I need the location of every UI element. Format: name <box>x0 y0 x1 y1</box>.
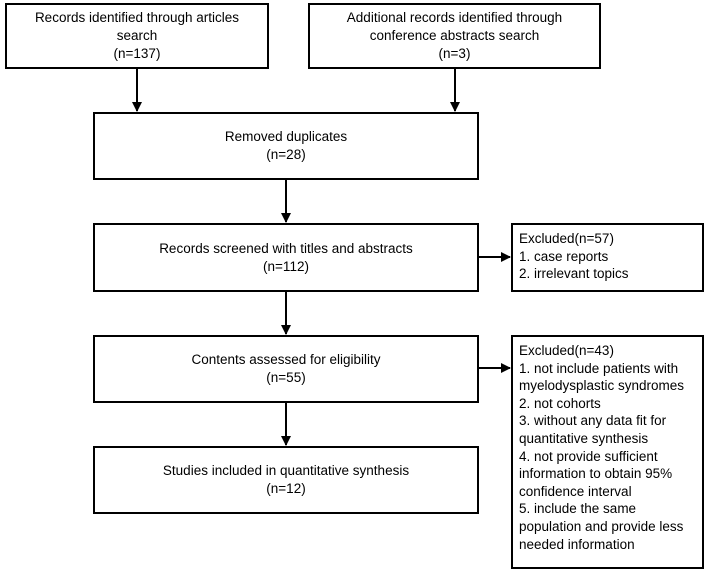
articles-search-box: Records identified through articles sear… <box>5 3 269 69</box>
box-text-line: Contents assessed for eligibility <box>191 352 381 367</box>
excluded-reason: confidence interval <box>519 483 632 499</box>
excluded-title: Excluded(n=57) <box>519 231 614 246</box>
excluded-reason: information to obtain 95% <box>519 466 673 482</box>
box-text-line: (n=55) <box>266 370 306 385</box>
box-text-line: search <box>116 28 158 43</box>
excluded-title: Excluded(n=43) <box>519 343 614 358</box>
box-text-line: (n=28) <box>266 147 306 162</box>
conference-search-box: Additional records identified through co… <box>308 3 601 69</box>
box-text-line: Studies included in quantitative synthes… <box>162 463 410 478</box>
excluded-reason: 2. irrelevant topics <box>519 266 629 282</box>
excluded-reason: 4. not provide sufficient <box>519 448 658 464</box>
box-text-line: (n=137) <box>113 46 161 61</box>
box-text-line: Additional records identified through <box>346 10 563 25</box>
box-text-line: conference abstracts search <box>369 28 540 43</box>
box-text-line: (n=12) <box>266 481 306 496</box>
studies-included-box: Studies included in quantitative synthes… <box>93 446 479 514</box>
excluded-reason: 1. not include patients with <box>519 360 679 376</box>
excluded-reason: 1. case reports <box>519 248 609 264</box>
excluded-reason: needed information <box>519 536 635 552</box>
excluded-reason: 2. not cohorts <box>519 395 601 411</box>
excluded-reason: 3. without any data fit for <box>519 413 667 429</box>
box-text-line: Removed duplicates <box>224 129 348 144</box>
excluded-reason: population and provide less <box>519 518 684 534</box>
box-text-line: Records identified through articles <box>34 10 240 25</box>
excluded-eligibility-box: Excluded(n=43) 1. not include patients w… <box>511 335 704 569</box>
box-text-line: (n=112) <box>263 258 309 274</box>
excluded-reason: quantitative synthesis <box>519 430 649 446</box>
removed-duplicates-box: Removed duplicates (n=28) <box>93 112 479 180</box>
box-text-line: Records screened with titles and abstrac… <box>159 240 413 256</box>
excluded-reason: myelodysplastic syndromes <box>519 378 685 394</box>
eligibility-box: Contents assessed for eligibility (n=55) <box>93 335 479 403</box>
excluded-reason: 5. include the same <box>519 501 637 517</box>
box-text-line: (n=3) <box>438 46 471 61</box>
records-screened-box: Records screened with titles and abstrac… <box>93 223 479 292</box>
excluded-screening-box: Excluded(n=57) 1. case reports 2. irrele… <box>511 223 704 292</box>
